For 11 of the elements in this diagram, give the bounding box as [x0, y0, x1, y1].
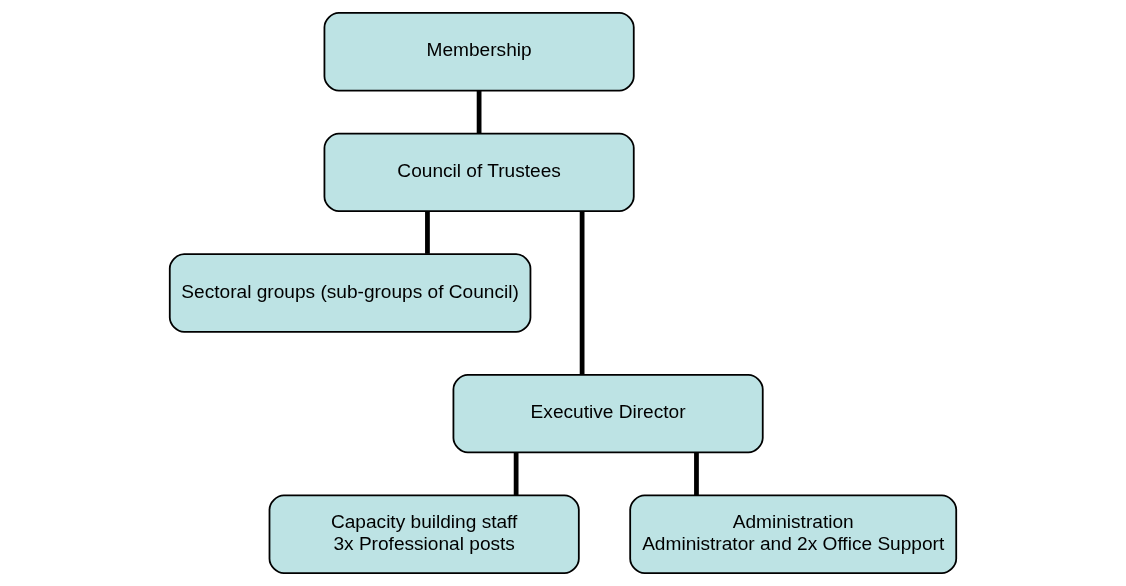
- connector: [694, 452, 699, 496]
- connector: [476, 90, 482, 134]
- node-box: Council of Trustees: [323, 132, 635, 213]
- node-box: Administration Administrator and 2x Office Support: [629, 494, 958, 574]
- node-box: Membership: [323, 12, 635, 92]
- node-box: Executive Director: [452, 373, 764, 454]
- node-box: Capacity building staff 3x Professional posts: [268, 494, 580, 574]
- connector: [579, 211, 585, 375]
- connector: [513, 452, 519, 496]
- connector: [425, 211, 430, 254]
- node-box: Sectoral groups (sub-groups of Council): [168, 253, 532, 333]
